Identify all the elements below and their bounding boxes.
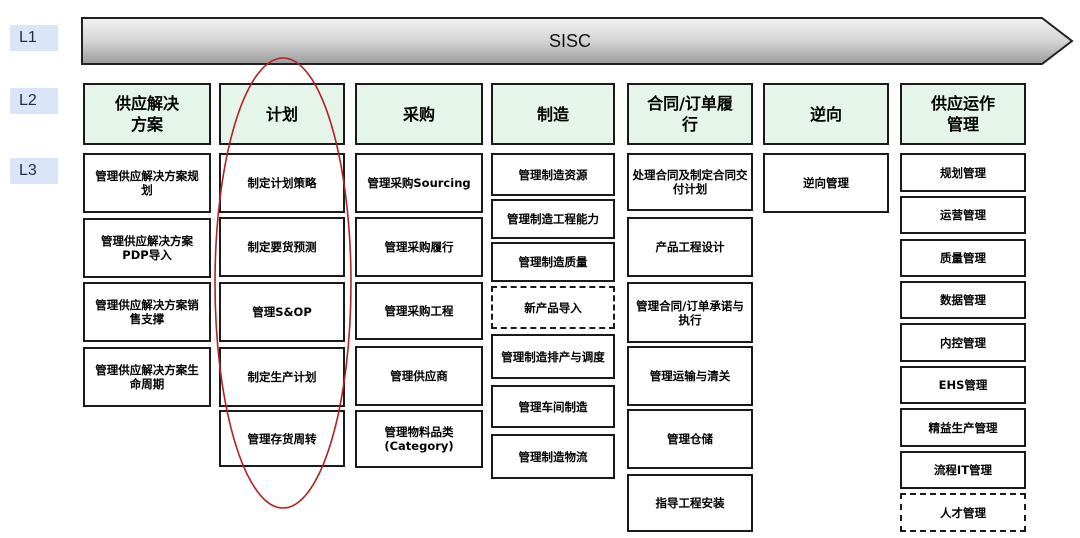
l3-process-box: 逆向管理 bbox=[763, 153, 889, 213]
level-tag-l1: L1 bbox=[10, 25, 58, 51]
l3-process-box: 管理制造物流 bbox=[491, 434, 615, 479]
l3-process-box: 管理制造工程能力 bbox=[491, 199, 615, 239]
l3-process-box: 流程IT管理 bbox=[900, 451, 1026, 489]
l3-process-box: 管理供应解决方案规 划 bbox=[83, 153, 211, 213]
l2-column-header: 采购 bbox=[355, 83, 483, 145]
l2-column-header: 制造 bbox=[491, 83, 615, 145]
l1-banner-label: SISC bbox=[548, 30, 591, 51]
l3-process-box: 运营管理 bbox=[900, 196, 1026, 234]
l3-process-box: 制定生产计划 bbox=[219, 347, 345, 407]
l3-process-box: 内控管理 bbox=[900, 323, 1026, 362]
l3-process-box: 处理合同及制定合同交 付计划 bbox=[627, 153, 753, 211]
l3-process-box: 制定要货预测 bbox=[219, 217, 345, 277]
l1-banner-arrow bbox=[81, 17, 1074, 65]
l2-column-header: 合同/订单履 行 bbox=[627, 83, 753, 145]
l3-process-box: 管理制造资源 bbox=[491, 153, 615, 196]
l2-column-header: 供应解决 方案 bbox=[83, 83, 211, 145]
l3-process-box: 新产品导入 bbox=[491, 286, 615, 329]
l3-process-box: 管理仓储 bbox=[627, 409, 753, 469]
l3-process-box: 管理合同/订单承诺与 执行 bbox=[627, 282, 753, 343]
level-tag-l3: L3 bbox=[10, 158, 58, 184]
l3-process-box: 人才管理 bbox=[900, 493, 1026, 532]
l3-process-box: 管理采购履行 bbox=[355, 217, 483, 277]
l2-column-header: 供应运作 管理 bbox=[900, 83, 1026, 145]
l3-process-box: 管理供应解决方案销 售支撑 bbox=[83, 282, 211, 342]
l3-process-box: 管理物料品类 (Category) bbox=[355, 410, 483, 468]
l3-process-box: 质量管理 bbox=[900, 239, 1026, 277]
l3-process-box: 管理采购Sourcing bbox=[355, 153, 483, 213]
l3-process-box: 管理车间制造 bbox=[491, 385, 615, 428]
l2-column-header: 逆向 bbox=[763, 83, 889, 145]
l3-process-box: 产品工程设计 bbox=[627, 217, 753, 277]
l3-process-box: 管理存货周转 bbox=[219, 410, 345, 467]
l3-process-box: 管理运输与清关 bbox=[627, 346, 753, 406]
l3-process-box: 管理供应商 bbox=[355, 346, 483, 406]
l3-process-box: 管理供应解决方案生 命周期 bbox=[83, 347, 211, 407]
l3-process-box: 管理制造排产与调度 bbox=[491, 334, 615, 379]
l3-process-box: 管理制造质量 bbox=[491, 242, 615, 282]
l3-process-box: 精益生产管理 bbox=[900, 408, 1026, 447]
l3-process-box: EHS管理 bbox=[900, 366, 1026, 404]
l2-column-header: 计划 bbox=[219, 83, 345, 145]
l3-process-box: 管理S&OP bbox=[219, 282, 345, 342]
l3-process-box: 规划管理 bbox=[900, 153, 1026, 192]
l3-process-box: 数据管理 bbox=[900, 281, 1026, 319]
l3-process-box: 管理供应解决方案 PDP导入 bbox=[83, 218, 211, 278]
level-tag-l2: L2 bbox=[10, 88, 58, 114]
l3-process-box: 制定计划策略 bbox=[219, 153, 345, 213]
l3-process-box: 管理采购工程 bbox=[355, 282, 483, 340]
l3-process-box: 指导工程安装 bbox=[627, 474, 753, 532]
